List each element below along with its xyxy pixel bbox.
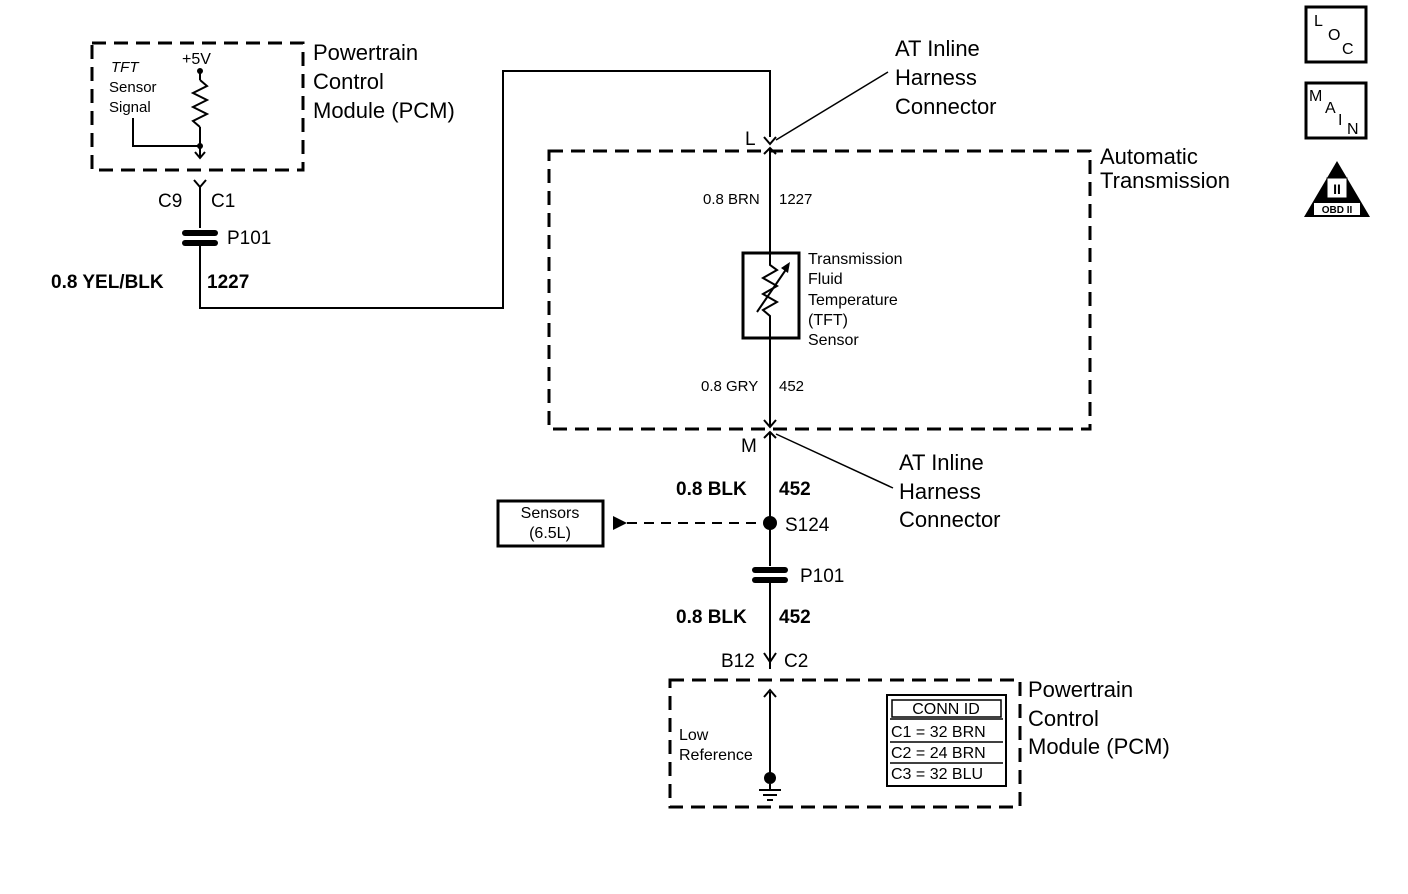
pcm-top-pin: C9 xyxy=(158,191,182,212)
conn-id-row-2: C2 = 24 BRN xyxy=(891,745,986,762)
pcm-top-connector: C9 C1 xyxy=(158,179,235,228)
sensors-6-5l-label-1: Sensors xyxy=(521,505,580,522)
ref-wire-upper: 0.8 BLK 452 xyxy=(676,432,811,566)
splice-pack-lower: P101 xyxy=(752,566,844,587)
loc-icon[interactable]: L O C xyxy=(1304,5,1368,64)
splice-pack-upper: P101 xyxy=(182,228,271,249)
transmission-title-2: Transmission xyxy=(1100,168,1230,193)
tft-sensor-label-5: Sensor xyxy=(808,332,859,349)
svg-text:II: II xyxy=(1333,181,1341,197)
ref-wire-lower: 0.8 BLK 452 xyxy=(676,583,811,662)
splice-pack-upper-label: P101 xyxy=(227,228,271,249)
ref-wire-upper-size-color: 0.8 BLK xyxy=(676,479,747,500)
ref-wire-upper-circuit: 452 xyxy=(779,479,811,500)
pcm-bottom-title-2: Control xyxy=(1028,706,1099,731)
upper-connector-callout-3: Connector xyxy=(895,94,997,119)
pcm-top-title-3: Module (PCM) xyxy=(313,98,455,123)
pcm-bottom-internal-2: Reference xyxy=(679,747,753,764)
transmission-boundary xyxy=(547,149,1092,431)
trans-upper-wire-circuit: 1227 xyxy=(779,191,812,208)
splice-pack-lower-label: P101 xyxy=(800,566,844,587)
upper-connector-callout-1: AT Inline xyxy=(895,36,980,61)
pcm-top-signal-label-3: Signal xyxy=(109,99,151,116)
pcm-bottom-boundary xyxy=(668,678,1022,809)
pcm-bottom: B12 C2 Powertrain Control Module (PCM) L… xyxy=(668,651,1170,809)
upper-connector-pin: L xyxy=(745,129,756,150)
trans-upper-wire-size-color: 0.8 BRN xyxy=(703,191,760,208)
svg-text:N: N xyxy=(1347,121,1359,138)
splice-s124: S124 Sensors (6.5L) xyxy=(496,499,830,548)
pcm-bottom-title-1: Powertrain xyxy=(1028,677,1133,702)
signal-wire-1227: 0.8 YEL/BLK 1227 xyxy=(51,70,771,309)
signal-wire-size-color: 0.8 YEL/BLK xyxy=(51,272,164,293)
lower-connector-callout-2: Harness xyxy=(899,479,981,504)
upper-connector-callout-2: Harness xyxy=(895,65,977,90)
svg-text:I: I xyxy=(1338,112,1342,129)
signal-wire-circuit: 1227 xyxy=(207,272,249,293)
pcm-top: Powertrain Control Module (PCM) +5V TFT … xyxy=(90,40,455,228)
svg-text:A: A xyxy=(1325,100,1336,117)
pcm-top-title-1: Powertrain xyxy=(313,40,418,65)
conn-id-row-3: C3 = 32 BLU xyxy=(891,766,983,783)
lower-connector-pin: M xyxy=(741,436,757,457)
upper-inline-connector: L AT Inline Harness Connector xyxy=(745,36,997,155)
svg-text:O: O xyxy=(1328,27,1340,44)
svg-text:C: C xyxy=(1342,41,1354,58)
conn-id-table: CONN ID C1 = 32 BRN C2 = 24 BRN C3 = 32 … xyxy=(886,694,1007,787)
tft-sensor-label-2: Fluid xyxy=(808,271,843,288)
svg-text:L: L xyxy=(1314,13,1323,30)
pcm-bottom-connector-label: C2 xyxy=(784,651,808,672)
splice-label: S124 xyxy=(785,515,830,536)
tft-sensor-label-4: (TFT) xyxy=(808,312,848,329)
obd-ii-icon[interactable]: II OBD II xyxy=(1304,161,1370,217)
svg-text:M: M xyxy=(1309,88,1322,105)
lower-connector-callout-1: AT Inline xyxy=(899,450,984,475)
lower-inline-connector: M AT Inline Harness Connector xyxy=(741,419,1001,532)
pcm-top-connector-label: C1 xyxy=(211,191,235,212)
conn-id-row-1: C1 = 32 BRN xyxy=(891,724,986,741)
main-icon[interactable]: M A I N xyxy=(1304,81,1368,140)
trans-lower-wire-circuit: 452 xyxy=(779,378,804,395)
pcm-top-supply-label: +5V xyxy=(182,51,211,68)
tft-sensor: Transmission Fluid Temperature (TFT) Sen… xyxy=(741,251,903,349)
trans-lower-wire-size-color: 0.8 GRY xyxy=(701,378,758,395)
pcm-top-boundary xyxy=(90,41,305,172)
pcm-bottom-internal-1: Low xyxy=(679,727,709,744)
lower-connector-callout-3: Connector xyxy=(899,507,1001,532)
pullup-resistor xyxy=(132,68,210,160)
svg-text:OBD II: OBD II xyxy=(1322,205,1353,216)
sensors-6-5l-box xyxy=(496,499,605,548)
sensors-6-5l-label-2: (6.5L) xyxy=(529,525,571,542)
tft-sensor-label-1: Transmission xyxy=(808,251,903,268)
ref-wire-lower-circuit: 452 xyxy=(779,607,811,628)
ref-wire-lower-size-color: 0.8 BLK xyxy=(676,607,747,628)
automatic-transmission: Automatic Transmission 0.8 BRN 1227 Tran… xyxy=(547,144,1230,431)
tft-sensor-label-3: Temperature xyxy=(808,292,898,309)
pcm-top-title-2: Control xyxy=(313,69,384,94)
pcm-bottom-title-3: Module (PCM) xyxy=(1028,734,1170,759)
pcm-top-signal-label-1: TFT xyxy=(111,59,140,76)
conn-id-header: CONN ID xyxy=(912,701,980,718)
pcm-top-signal-label-2: Sensor xyxy=(109,79,157,96)
transmission-title-1: Automatic xyxy=(1100,144,1198,169)
pcm-bottom-pin: B12 xyxy=(721,651,755,672)
